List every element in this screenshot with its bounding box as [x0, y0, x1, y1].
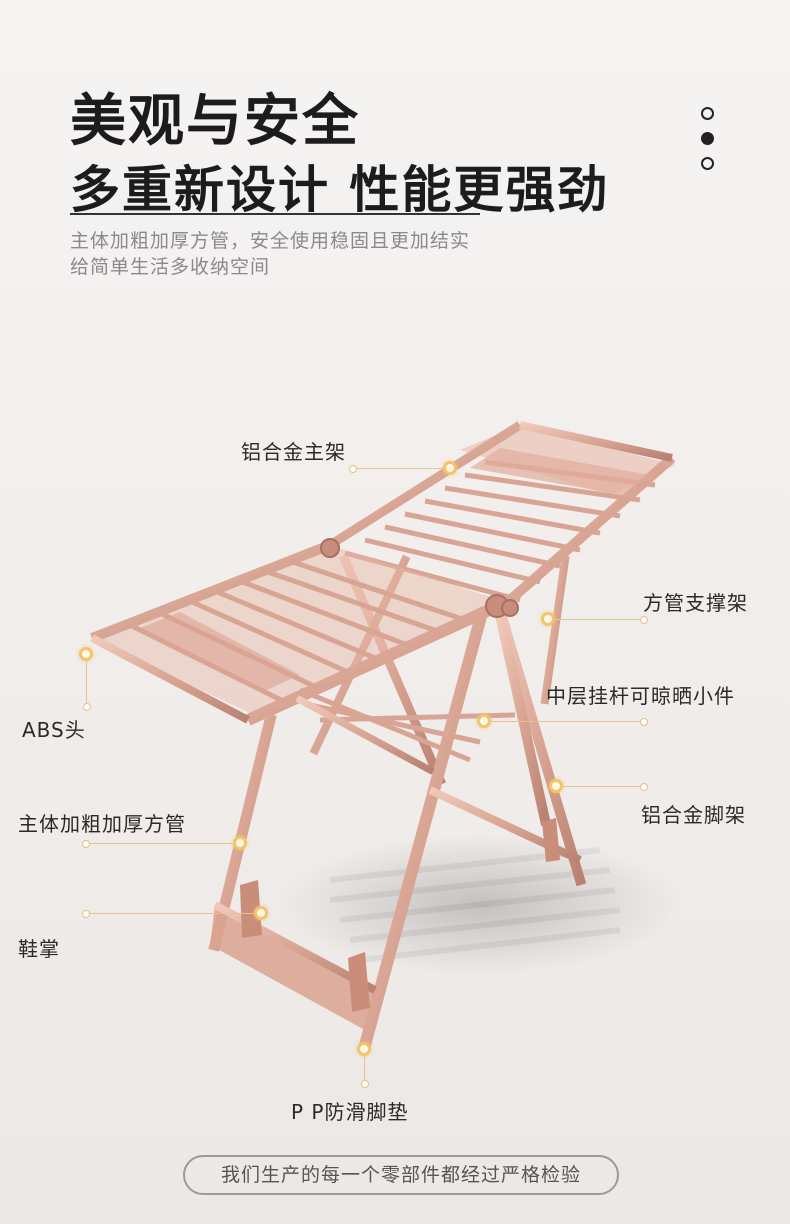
- callout-tick: [640, 718, 648, 726]
- callout-marker: [233, 836, 247, 850]
- callout-tick: [640, 616, 648, 624]
- hinge-joints: [320, 538, 519, 618]
- callout-foot-pad: P P防滑脚垫: [291, 1100, 409, 1124]
- right-wing: [327, 421, 676, 604]
- callout-marker: [541, 612, 555, 626]
- callout-marker: [443, 461, 457, 475]
- callout-leader: [555, 619, 641, 620]
- callout-marker: [254, 906, 268, 920]
- callout-tick: [361, 1080, 369, 1088]
- headline-line-1: 美观与安全: [70, 89, 360, 154]
- pager-dot[interactable]: [701, 107, 714, 120]
- callout-marker: [549, 779, 563, 793]
- shoe-rack-frame: [210, 786, 582, 1030]
- callout-leader: [356, 468, 444, 469]
- callout-main-frame: 铝合金主架: [241, 440, 346, 464]
- callout-leader: [563, 786, 641, 787]
- quality-statement: 我们生产的每一个零部件都经过严格检验: [183, 1155, 619, 1195]
- callout-tick: [349, 465, 357, 473]
- callout-leader: [89, 843, 234, 844]
- callout-leader: [89, 913, 255, 914]
- callout-leader: [86, 661, 87, 703]
- callout-tick: [82, 910, 90, 918]
- callout-shoe-rack: 鞋掌: [18, 937, 60, 961]
- callout-abs-head: ABS头: [22, 718, 86, 742]
- description-line-1: 主体加粗加厚方管，安全使用稳固且更加结实: [70, 230, 471, 252]
- pager-dot[interactable]: [701, 157, 714, 170]
- left-wing: [90, 540, 503, 726]
- callout-middle-rod: 中层挂杆可晾晒小件: [546, 684, 735, 708]
- description-line-2: 给简单生活多收纳空间: [70, 256, 271, 278]
- callout-tick: [82, 840, 90, 848]
- callout-foot-frame: 铝合金脚架: [641, 803, 746, 827]
- callout-marker: [477, 714, 491, 728]
- callout-marker: [357, 1042, 371, 1056]
- callout-thick-tube: 主体加粗加厚方管: [18, 812, 186, 836]
- callout-tick: [640, 783, 648, 791]
- headline-line-2: 多重新设计 性能更强劲: [70, 161, 610, 219]
- callout-tick: [83, 703, 91, 711]
- callout-marker: [79, 647, 93, 661]
- pager-dot-active[interactable]: [701, 132, 714, 145]
- callout-leader: [364, 1056, 365, 1080]
- callout-leader: [491, 721, 641, 722]
- pager-dots: [701, 107, 721, 182]
- callout-square-support: 方管支撑架: [643, 591, 748, 615]
- headline-underline: [70, 213, 480, 215]
